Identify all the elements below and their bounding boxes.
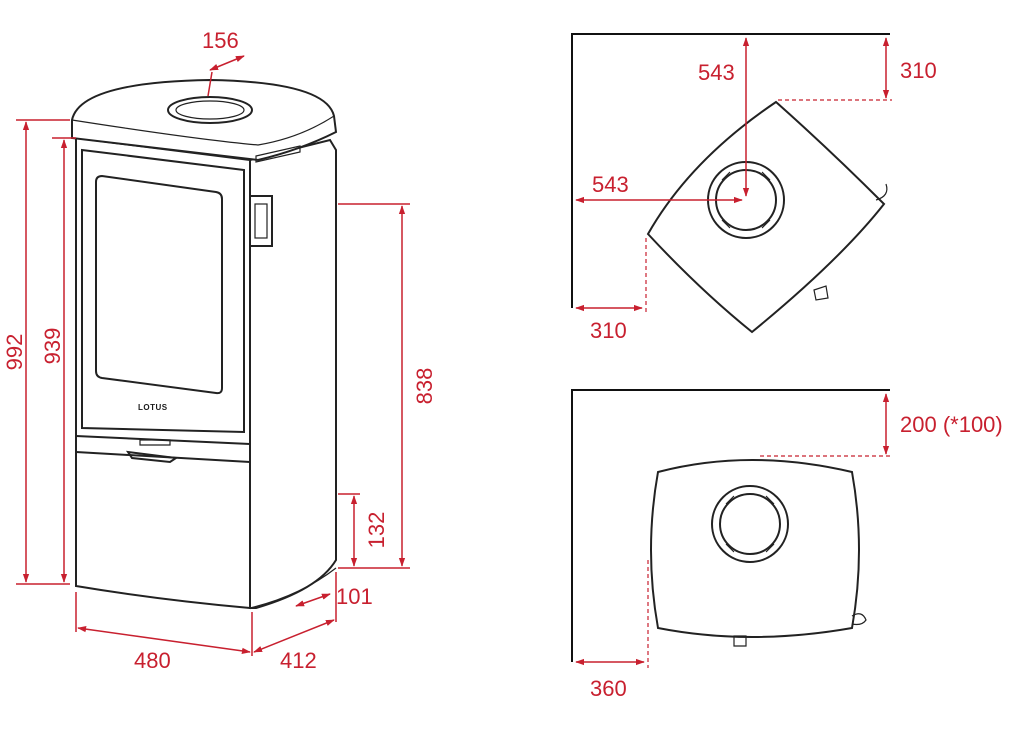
- stove-plan-wall-foot: [733, 635, 747, 647]
- stove-plan-wall-outline: [650, 459, 860, 638]
- dim-label-flue-h: 543: [592, 172, 629, 197]
- dim-label-wall-clearance-back: 200 (*100): [900, 412, 1003, 437]
- dim-label-depth: 412: [280, 648, 317, 673]
- stove-lever: [139, 439, 171, 446]
- front-view-dimensions: 156 992 939 838 132 101 480 412: [2, 28, 437, 673]
- dim-label-clearance-back: 310: [900, 58, 937, 83]
- wall-flue-collar: [725, 495, 775, 553]
- dim-label-wall-clearance-side: 360: [590, 676, 627, 701]
- dim-line-156-b: [209, 55, 245, 71]
- flue-outlet-inner: [175, 100, 245, 120]
- stove-base-curve: [249, 567, 337, 609]
- wall-flue-inner-ring: [719, 493, 781, 555]
- stove-plan-corner-foot: [813, 285, 829, 301]
- stove-ash-handle: [125, 450, 179, 464]
- stove-top-rim: [71, 115, 335, 146]
- stove-logo: LOTUS: [138, 403, 168, 412]
- wall-flue-outer-ring: [711, 485, 789, 563]
- stove-plan-wall-cable: [851, 613, 867, 626]
- stove-plan-corner-outline: [646, 100, 886, 334]
- dim-line-101: [295, 593, 331, 607]
- stove-front-view: LOTUS: [71, 78, 338, 610]
- wall-lines: [571, 389, 890, 662]
- plan-wall-installation: 200 (*100) 360: [571, 389, 1003, 701]
- dim-label-inlet-height: 132: [364, 512, 389, 549]
- dim-line-480: [77, 625, 251, 655]
- stove-door-handle-inner: [254, 203, 268, 239]
- dim-label-total-height: 992: [2, 334, 27, 371]
- dim-label-body-height: 939: [40, 328, 65, 365]
- stove-door-glass: [95, 174, 223, 395]
- stove-front-body: [75, 136, 251, 610]
- dim-label-top-diameter: 156: [202, 28, 239, 53]
- corner-walls: [571, 33, 890, 308]
- dim-label-clearance-side: 310: [590, 318, 627, 343]
- dim-label-outlet-height: 838: [412, 368, 437, 405]
- dim-label-flue-v: 543: [698, 60, 735, 85]
- stove-plan-corner-rear-cable: [875, 183, 888, 201]
- plan-corner-installation: 543 543 310 310: [571, 33, 937, 343]
- corner-flue-collar: [721, 171, 771, 229]
- stove-vent-strip: [255, 145, 301, 163]
- dim-label-inlet-depth: 101: [336, 584, 373, 609]
- stove-door: [81, 148, 245, 434]
- dim-line-412: [253, 619, 335, 653]
- dim-label-width: 480: [134, 648, 171, 673]
- dim-line-156-a: [207, 71, 213, 97]
